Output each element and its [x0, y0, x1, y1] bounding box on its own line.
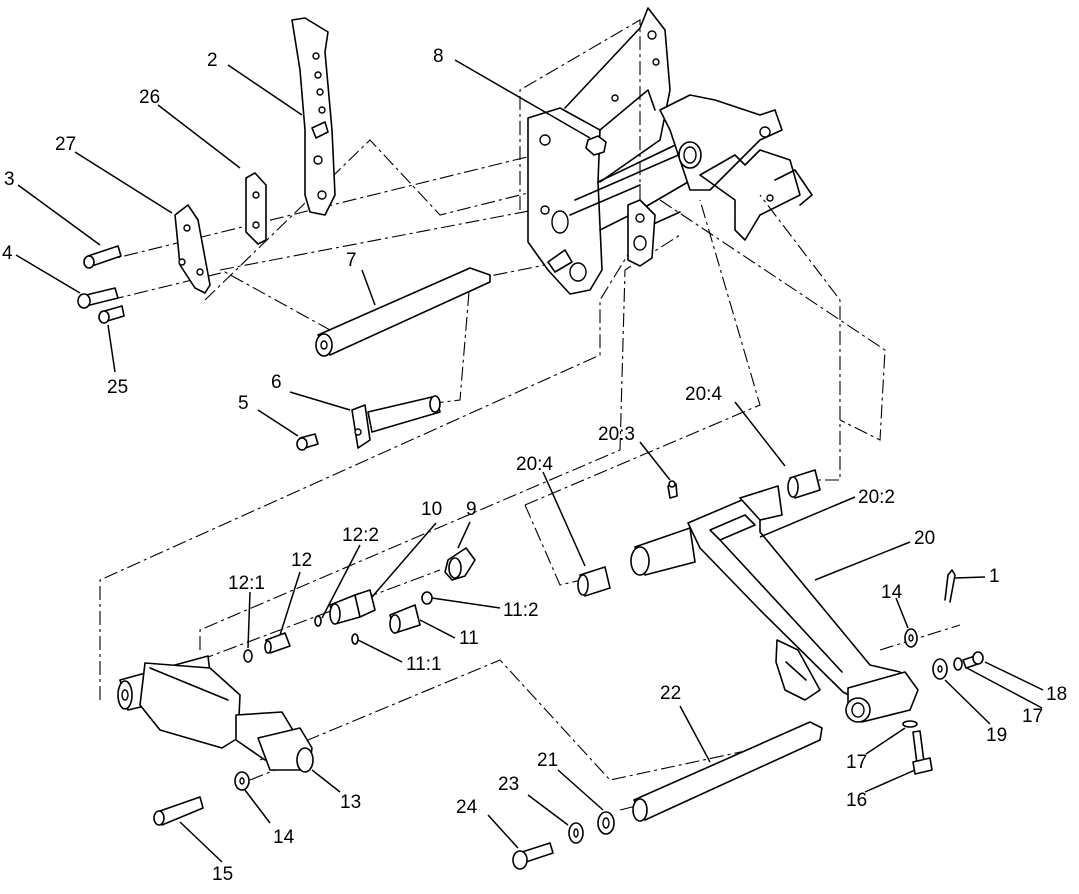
callout-1: 1 — [989, 566, 1000, 587]
callout-6: 6 — [271, 372, 282, 393]
bushing-right — [787, 469, 821, 499]
callout-17-lower: 17 — [846, 752, 867, 773]
callout-13: 13 — [340, 792, 361, 813]
callout-20-4-left: 20:4 — [516, 454, 553, 475]
callout-12-2: 12:2 — [342, 525, 379, 546]
callout-20: 20 — [914, 528, 935, 549]
bolt-small — [296, 433, 319, 451]
clevis-pin — [153, 796, 204, 826]
callout-11-1: 11:1 — [406, 654, 442, 675]
callout-8: 8 — [433, 46, 444, 67]
cotter-pin — [944, 569, 956, 603]
callout-14-right: 14 — [881, 582, 903, 603]
callout-20-3: 20:3 — [598, 424, 635, 445]
callout-20-4-right: 20:4 — [685, 384, 722, 405]
callout-12: 12 — [291, 550, 312, 571]
callout-labels: 2 26 27 3 4 25 8 7 6 5 20:4 20:3 20:4 20… — [2, 46, 1067, 885]
callout-27: 27 — [55, 134, 76, 155]
callout-22: 22 — [660, 683, 681, 704]
pin-with-tab — [351, 395, 441, 449]
leader-lines — [15, 59, 1044, 863]
callout-4: 4 — [2, 243, 13, 264]
callout-21: 21 — [537, 750, 558, 771]
washer-left — [234, 771, 250, 791]
callout-25: 25 — [107, 377, 128, 398]
callout-11-2: 11:2 — [503, 600, 539, 621]
callout-26: 26 — [139, 87, 160, 108]
callout-5: 5 — [238, 393, 249, 414]
hydraulic-fittings — [243, 547, 476, 663]
washers-lower — [512, 811, 615, 870]
washers-right — [902, 628, 984, 728]
shaft-rod-lower — [632, 721, 823, 822]
callout-12-1: 12:1 — [228, 573, 265, 594]
mounting-frame — [527, 7, 813, 295]
callout-24: 24 — [456, 797, 478, 818]
bolt-vertical — [912, 730, 933, 775]
spacer-plate — [245, 172, 267, 245]
callout-2: 2 — [207, 50, 218, 71]
callout-23: 23 — [498, 774, 519, 795]
bolts-upper-left — [77, 245, 125, 324]
callout-15: 15 — [212, 864, 233, 885]
hydraulic-cylinder — [117, 655, 314, 773]
callout-14-left: 14 — [273, 827, 295, 848]
callout-16: 16 — [846, 790, 867, 811]
callout-7: 7 — [346, 250, 357, 271]
pedal-arm — [291, 17, 336, 216]
mount-plate — [174, 204, 211, 294]
callout-3: 3 — [4, 169, 15, 190]
callout-20-2: 20:2 — [858, 487, 895, 508]
shaft-rod-long — [315, 267, 491, 357]
callout-19: 19 — [986, 725, 1007, 746]
callout-17-right: 17 — [1022, 706, 1043, 727]
bushing-left — [577, 566, 611, 597]
callout-18: 18 — [1046, 684, 1067, 705]
callout-10: 10 — [421, 499, 442, 520]
grease-fitting — [667, 480, 678, 499]
callout-11: 11 — [459, 628, 479, 649]
pivot-arm — [630, 485, 919, 723]
nut — [585, 135, 607, 156]
callout-9: 9 — [466, 499, 477, 520]
